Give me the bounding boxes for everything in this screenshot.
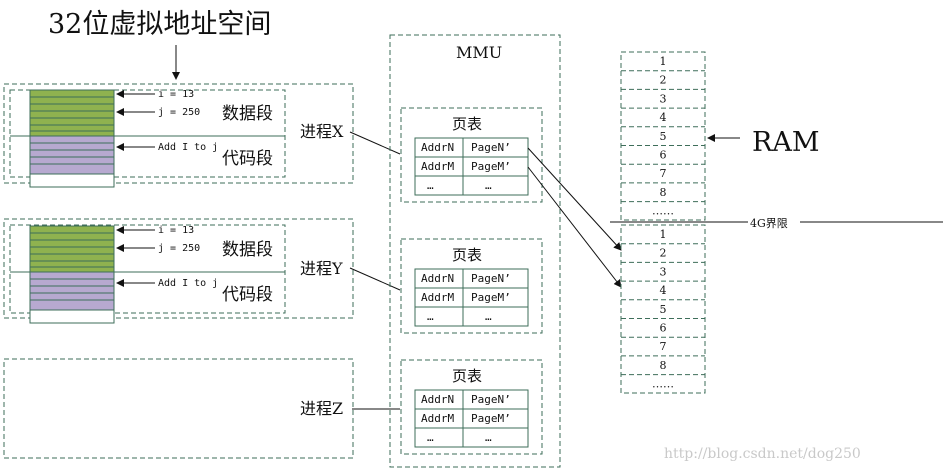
process-x-code-label: 代码段 (222, 149, 273, 169)
process-x-group: i = 13 j = 250 Add I to j 数据段 代码段 (3, 83, 354, 188)
process-y-code-label: 代码段 (222, 285, 273, 305)
process-x-inner (9, 89, 286, 178)
page-table-y: 页表 AddrN PageN’ AddrM PageM’ … … (400, 238, 543, 334)
ram-cell-label: 3 (660, 92, 667, 105)
ram-cell-label: 8 (660, 186, 667, 199)
page-table-z: 页表 AddrN PageN’ AddrM PageM’ … … (400, 359, 543, 455)
process-y-instr: Add I to j (158, 278, 218, 289)
ram-cell-label: 2 (660, 74, 667, 87)
process-x-var-j: j = 250 (158, 107, 200, 118)
ram-cell-label: 5 (660, 130, 667, 143)
process-y-data-stack (29, 225, 115, 273)
mapping-arrow-pagen (527, 147, 622, 251)
mmu-label: MMU (456, 43, 502, 62)
ram-cell-label: 6 (660, 322, 667, 335)
process-x-code-stack (29, 135, 115, 188)
diagram-title: 32位虚拟地址空间 (48, 9, 271, 40)
process-z-label: 进程Z (300, 399, 343, 418)
page-table-z-cell: PageM’ (471, 412, 511, 425)
ram-cell-label: 2 (660, 247, 667, 260)
limit-label-bg (748, 214, 800, 230)
process-x-label: 进程X (300, 122, 344, 141)
page-table-y-cell: AddrM (421, 291, 454, 304)
page-table-y-cell: … (485, 310, 492, 323)
page-table-z-title: 页表 (452, 367, 482, 385)
page-table-x: 页表 AddrN PageN’ AddrM PageM’ … … (400, 107, 543, 203)
page-table-y-title: 页表 (452, 246, 482, 264)
process-y-var-i: i = 13 (158, 225, 194, 236)
ram-upper-block (620, 51, 706, 221)
ram-lower-cells: 1 2 3 4 5 6 7 8 …… (621, 228, 705, 391)
ram-cell-label: 4 (660, 284, 667, 297)
page-table-x-title: 页表 (452, 115, 482, 133)
process-y-group: i = 13 j = 250 Add I to j 数据段 代码段 (3, 218, 354, 324)
ram-cell-label: 1 (660, 228, 667, 241)
process-x-var-i: i = 13 (158, 89, 194, 100)
ram-lower-block (620, 224, 706, 394)
page-table-y-cell: … (427, 310, 434, 323)
process-y-var-j: j = 250 (158, 243, 200, 254)
ram-cell-label: 6 (660, 149, 667, 162)
process-y-inner (9, 224, 286, 314)
process-y-connector (349, 267, 401, 291)
mapping-arrow-pagem (527, 166, 622, 288)
page-table-x-cell: … (427, 179, 434, 192)
ram-cell-label: 1 (660, 55, 667, 68)
mmu-box (389, 34, 561, 468)
page-table-z-cell: AddrN (421, 393, 454, 406)
page-table-y-cell: PageM’ (471, 291, 511, 304)
process-x-data-label: 数据段 (222, 104, 273, 124)
page-table-x-cell: AddrM (421, 160, 454, 173)
process-y-label: 进程Y (300, 259, 343, 278)
page-table-x-cell: … (485, 179, 492, 192)
process-x-instr: Add I to j (158, 142, 218, 153)
page-table-y-cell: AddrN (421, 272, 454, 285)
page-table-z-cell: … (427, 431, 434, 444)
watermark: http://blog.csdn.net/dog250 (664, 446, 861, 462)
page-table-z-cell: PageN’ (471, 393, 511, 406)
ram-label: RAM (752, 127, 819, 158)
process-y-data-label: 数据段 (222, 240, 273, 260)
page-table-x-cell: PageM’ (471, 160, 511, 173)
page-table-z-cell: AddrM (421, 412, 454, 425)
ram-cell-label: 8 (660, 359, 667, 372)
ram-upper-cells: 1 2 3 4 5 6 7 8 …… (621, 55, 705, 218)
ram-cell-label: 7 (660, 167, 667, 180)
page-table-z-cell: … (485, 431, 492, 444)
ram-cell-label: 7 (660, 340, 667, 353)
page-table-y-cell: PageN’ (471, 272, 511, 285)
page-table-x-cell: PageN’ (471, 141, 511, 154)
process-x-data-stack (29, 89, 115, 137)
process-y-code-stack (29, 271, 115, 324)
ram-cell-label: 3 (660, 265, 667, 278)
page-table-x-cell: AddrN (421, 141, 454, 154)
limit-label: 4G界限 (750, 217, 788, 230)
ram-cell-label: …… (652, 378, 674, 391)
ram-cell-label: 4 (660, 111, 667, 124)
process-x-connector (349, 131, 401, 155)
ram-cell-label: 5 (660, 303, 667, 316)
ram-cell-label: …… (652, 205, 674, 218)
